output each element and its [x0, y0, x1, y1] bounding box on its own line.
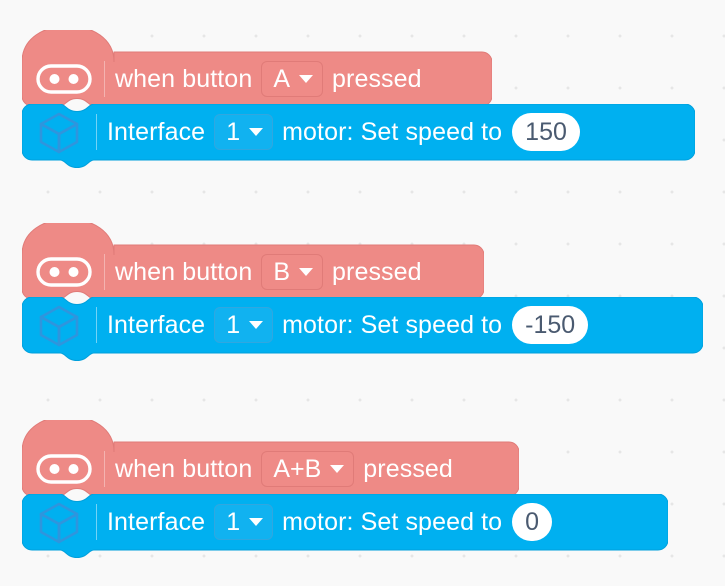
interface-dropdown[interactable]: 1 [214, 504, 274, 540]
hat-label-before: when button [115, 64, 253, 93]
command-label-middle: motor: Set speed to [282, 117, 503, 146]
button-dropdown[interactable]: A+B [261, 451, 355, 487]
button-dropdown-value: A [273, 64, 291, 93]
hat-label-after: pressed [363, 454, 453, 483]
command-label-middle: motor: Set speed to [282, 310, 503, 339]
chevron-down-icon [249, 518, 264, 526]
command-block-shape [22, 494, 668, 558]
command-block[interactable]: Interface 1 motor: Set speed to 150 [22, 104, 695, 168]
microbit-buttons-icon [36, 64, 92, 94]
interface-dropdown[interactable]: 1 [214, 114, 274, 150]
button-dropdown[interactable]: A [261, 61, 324, 97]
speed-number-input[interactable]: 0 [512, 503, 553, 541]
hat-label-after: pressed [332, 64, 422, 93]
block-divider [96, 504, 97, 540]
command-label-before: Interface [107, 310, 206, 339]
block-divider [104, 61, 105, 97]
chevron-down-icon [330, 465, 345, 473]
block-divider [96, 307, 97, 343]
chevron-down-icon [249, 128, 264, 136]
script-stack[interactable]: when button B pressed [22, 223, 703, 361]
block-divider [104, 451, 105, 487]
interface-dropdown-value: 1 [226, 117, 241, 146]
button-dropdown-value: B [273, 257, 291, 286]
block-divider [104, 254, 105, 290]
microbit-buttons-icon [36, 257, 92, 287]
event-hat-block[interactable]: when button A pressed [22, 30, 580, 106]
interface-dropdown-value: 1 [226, 507, 241, 536]
button-dropdown-value: A+B [273, 454, 322, 483]
interface-dropdown-value: 1 [226, 310, 241, 339]
command-block[interactable]: Interface 1 motor: Set speed to -150 [22, 297, 703, 361]
chevron-down-icon [299, 75, 314, 83]
interface-dropdown[interactable]: 1 [214, 307, 274, 343]
command-label-before: Interface [107, 117, 206, 146]
button-dropdown[interactable]: B [261, 254, 324, 290]
hat-label-after: pressed [332, 257, 422, 286]
event-hat-block[interactable]: when button B pressed [22, 223, 588, 299]
cube-icon [36, 109, 82, 155]
speed-number-input[interactable]: -150 [512, 306, 589, 344]
cube-icon [36, 302, 82, 348]
chevron-down-icon [299, 268, 314, 276]
command-label-middle: motor: Set speed to [282, 507, 503, 536]
speed-number-input[interactable]: 150 [512, 113, 580, 151]
script-stack[interactable]: when button A+B pressed [22, 420, 668, 558]
script-stack[interactable]: when button A pressed [22, 30, 695, 168]
block-divider [96, 114, 97, 150]
hat-label-before: when button [115, 454, 253, 483]
microbit-buttons-icon [36, 454, 92, 484]
command-block[interactable]: Interface 1 motor: Set speed to 0 [22, 494, 668, 558]
hat-label-before: when button [115, 257, 253, 286]
command-label-before: Interface [107, 507, 206, 536]
chevron-down-icon [249, 321, 264, 329]
event-hat-block[interactable]: when button A+B pressed [22, 420, 552, 496]
cube-icon [36, 499, 82, 545]
